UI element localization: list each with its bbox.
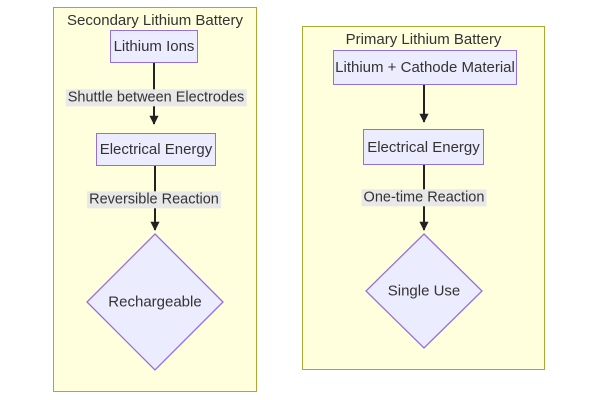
node-rechargeable-label: Rechargeable <box>108 293 202 311</box>
node-label: Electrical Energy <box>367 138 480 156</box>
node-lithium-ions: Lithium Ions <box>110 30 198 63</box>
node-single-use-label: Single Use <box>387 282 461 300</box>
cluster-title-secondary: Secondary Lithium Battery <box>67 12 243 29</box>
node-label: Electrical Energy <box>99 141 213 158</box>
cluster-title-primary: Primary Lithium Battery <box>345 31 502 48</box>
node-label: Lithium + Cathode Material <box>335 59 515 76</box>
node-electrical-energy-secondary: Electrical Energy <box>96 133 216 166</box>
node-electrical-energy-primary: Electrical Energy <box>363 129 484 165</box>
edge-label-shuttle-between-electrodes: Shuttle between Electrodes <box>65 89 247 107</box>
node-label: Lithium Ions <box>113 38 195 55</box>
edge-label-one-time-reaction: One-time Reaction <box>361 189 487 207</box>
edge-label-reversible-reaction: Reversible Reaction <box>87 191 221 209</box>
node-lithium-cathode-material: Lithium + Cathode Material <box>333 50 517 85</box>
